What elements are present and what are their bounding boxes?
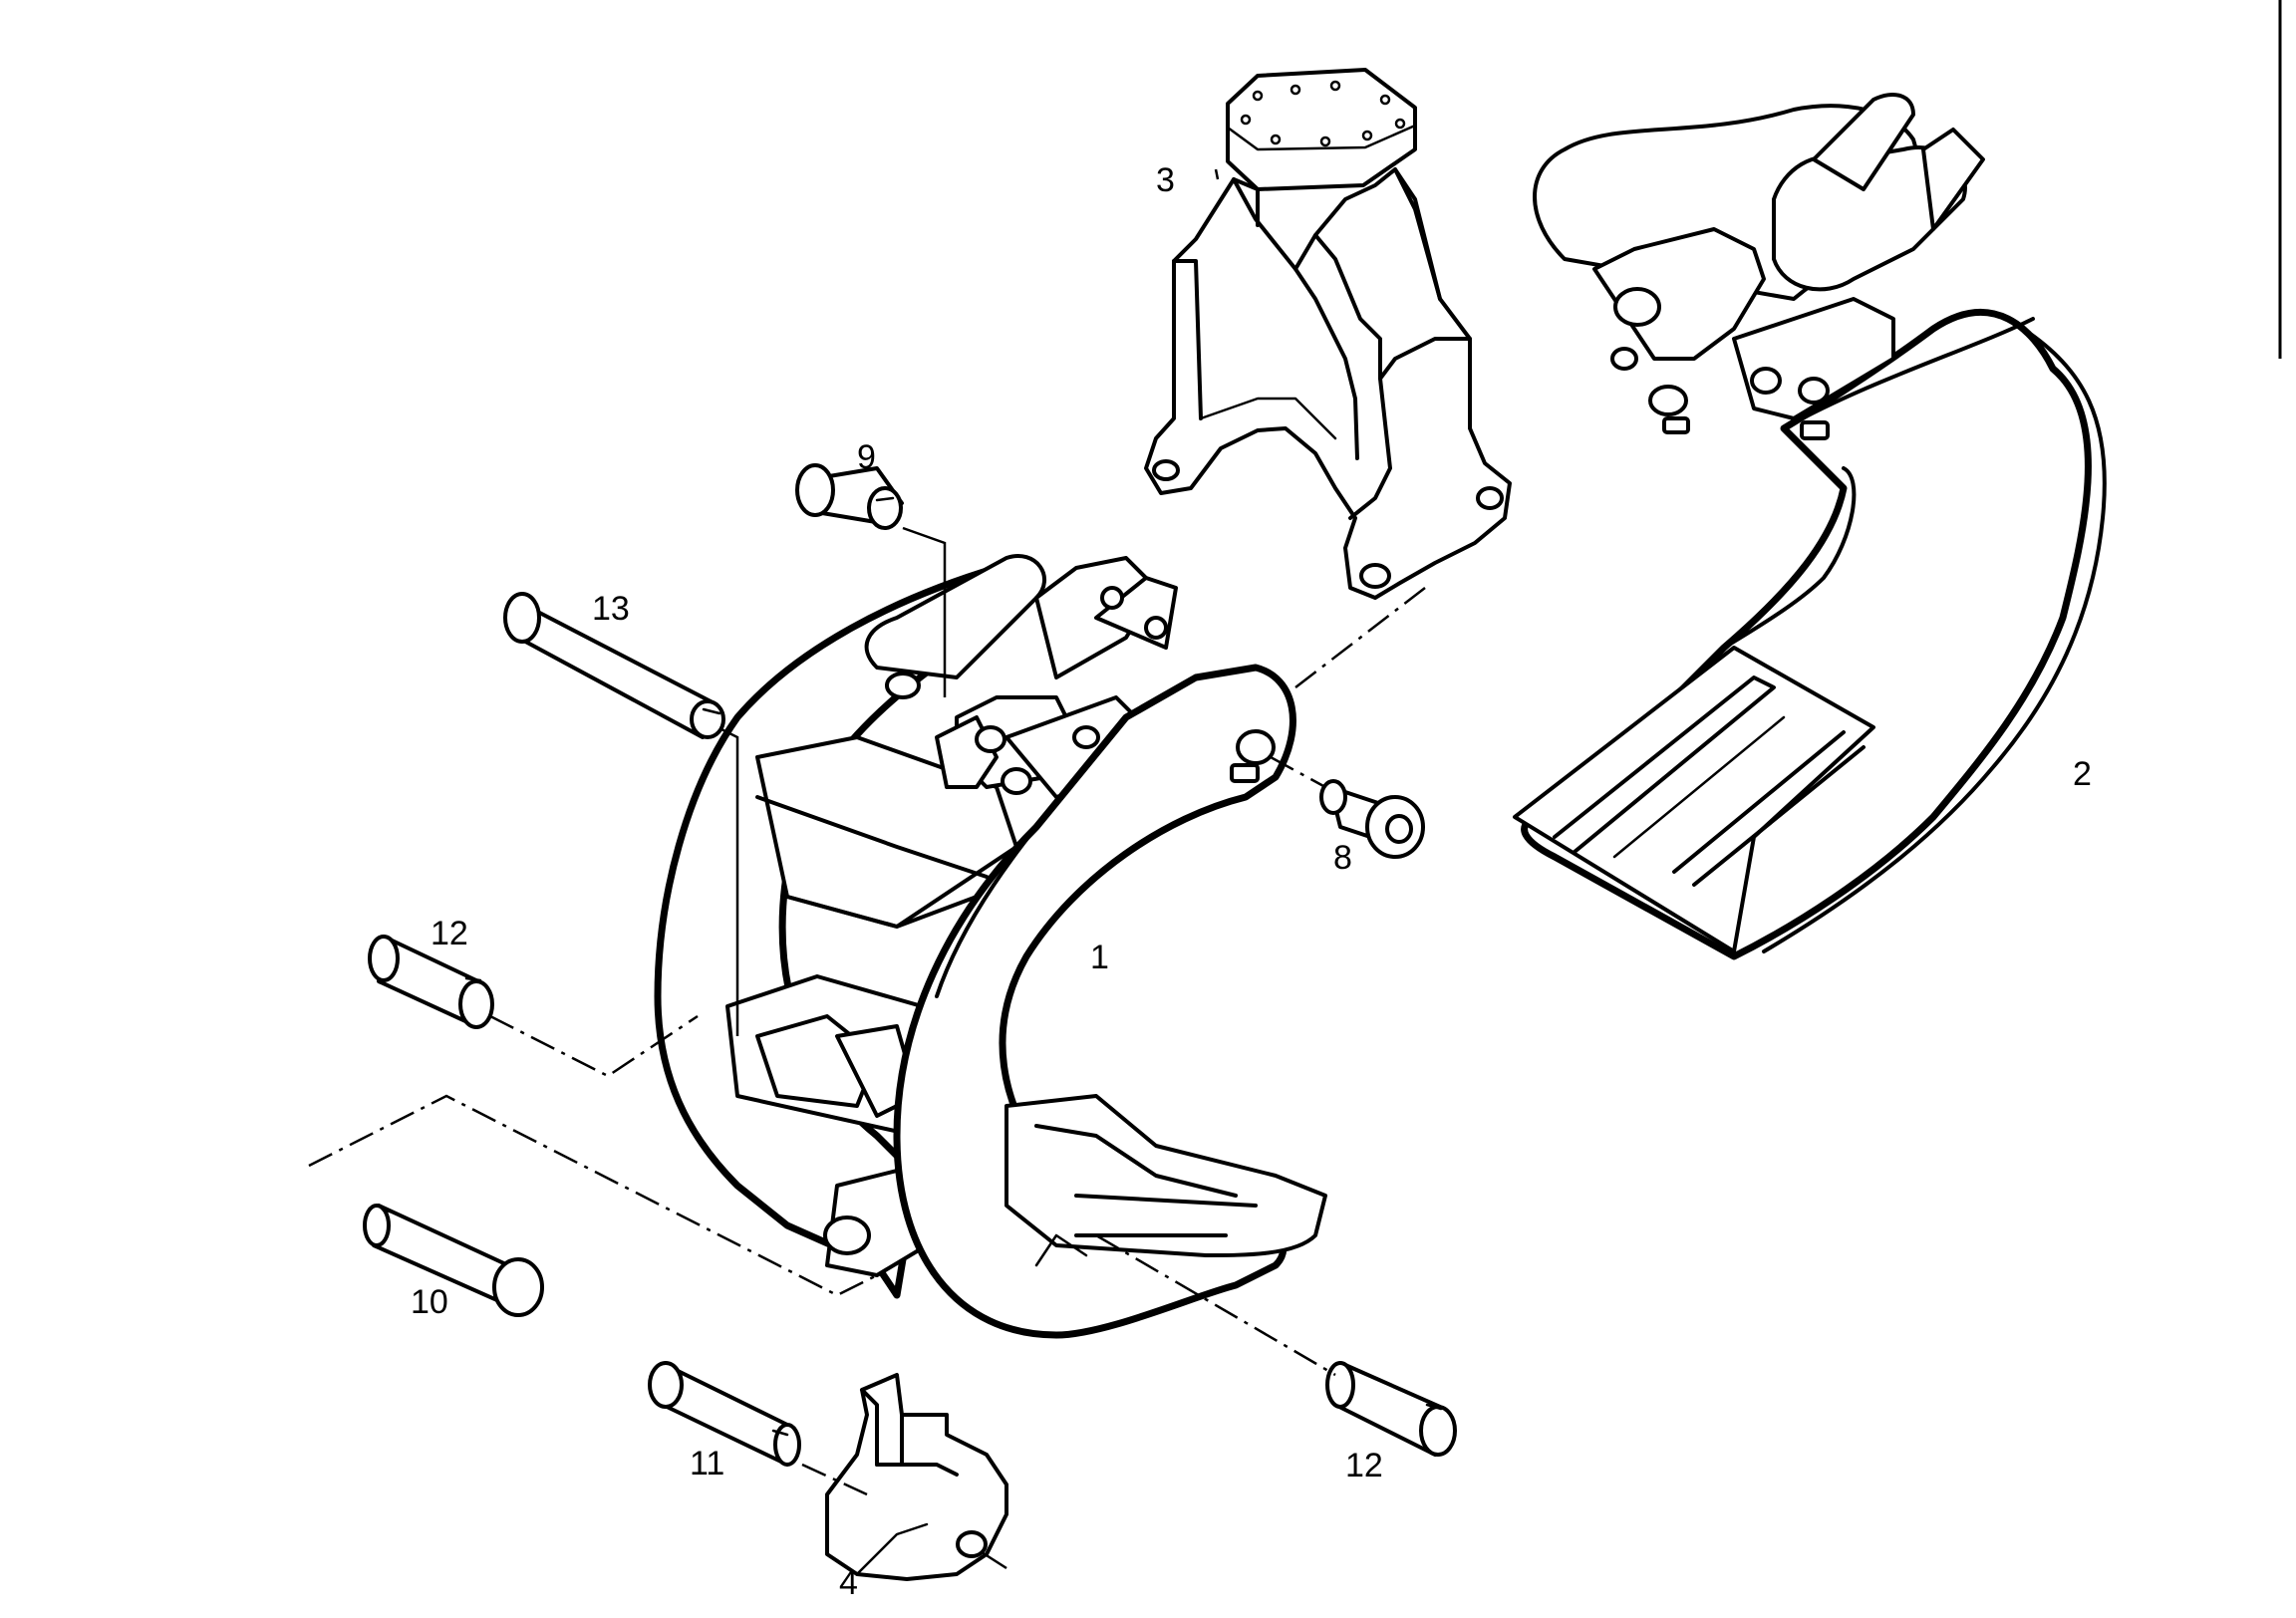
callout-9: 9 (857, 438, 876, 476)
callout-labels: 3 2 9 13 8 1 12 10 11 12 4 (411, 161, 2092, 1602)
callout-4: 4 (839, 1564, 858, 1602)
pin-10 (363, 1204, 544, 1317)
callout-3: 3 (1156, 161, 1175, 199)
part-2-grab-arm (1513, 93, 2107, 960)
callout-12-left: 12 (430, 915, 468, 952)
pin-13 (503, 592, 725, 739)
pin-12-right (1325, 1361, 1457, 1457)
callout-12-right: 12 (1345, 1447, 1383, 1484)
pin-12-left (368, 935, 494, 1029)
callout-13: 13 (592, 590, 630, 628)
part-1-grab-assembly (654, 554, 1327, 1339)
assembly-lines (308, 168, 1426, 1570)
pin-9 (795, 463, 904, 530)
callout-11: 11 (690, 1445, 724, 1483)
callout-8: 8 (1333, 839, 1352, 877)
part-4-clevis-block (825, 1373, 1008, 1581)
pin-8 (1319, 779, 1425, 859)
callout-2: 2 (2073, 755, 2092, 793)
callout-10: 10 (411, 1283, 448, 1321)
pin-11 (648, 1361, 801, 1467)
callout-1: 1 (1090, 939, 1109, 976)
part-3-mounting-bracket (1144, 68, 1512, 600)
